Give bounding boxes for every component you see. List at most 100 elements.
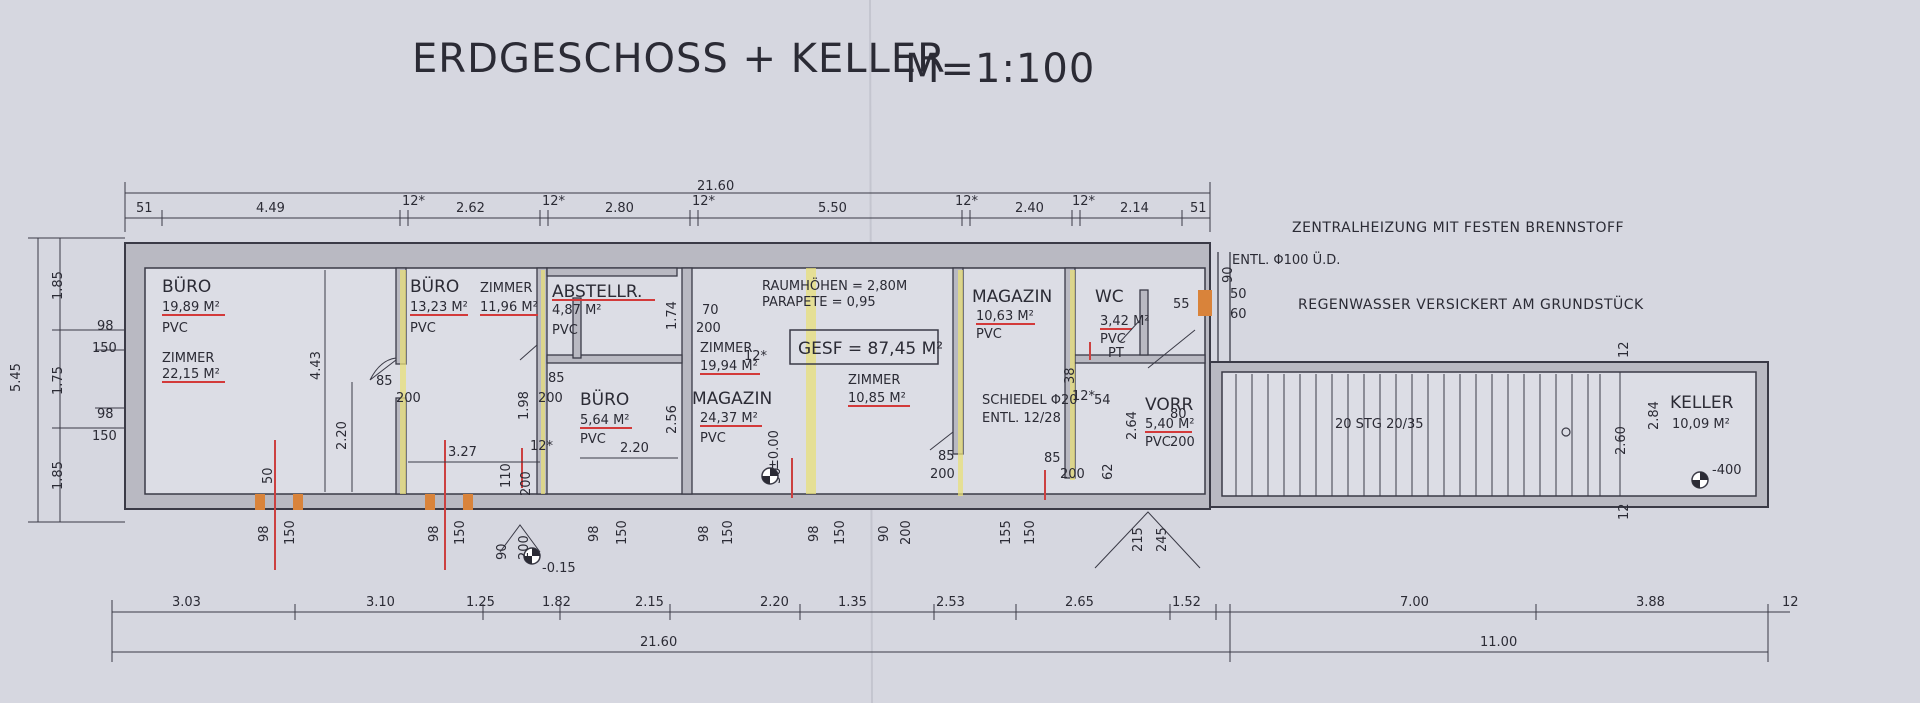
- svg-text:55: 55: [1173, 297, 1190, 312]
- room-magazin-2: MAGAZIN 10,63 M² PVC: [972, 287, 1052, 342]
- plan-title: ERDGESCHOSS + KELLER: [412, 36, 946, 82]
- svg-text:200: 200: [899, 520, 914, 545]
- room-name: VORR: [1145, 395, 1194, 415]
- room-name: KELLER: [1670, 393, 1734, 413]
- dim-bottom-seg: 3.88: [1636, 595, 1665, 610]
- room-area: 11,96 M²: [480, 300, 538, 315]
- svg-text:85: 85: [548, 371, 565, 386]
- dim-bottom-seg: 12: [1782, 595, 1799, 610]
- room-area: 19,89 M²: [162, 300, 220, 315]
- room-floor: PVC: [700, 431, 726, 446]
- svg-text:150: 150: [1023, 520, 1038, 545]
- room-name: ZIMMER: [848, 373, 900, 388]
- dim-left-seg: 1.75: [51, 366, 66, 395]
- svg-text:90: 90: [877, 525, 892, 542]
- room-area: 19,94 M²: [700, 359, 758, 374]
- room-area: 5,64 M²: [580, 413, 630, 428]
- svg-text:98: 98: [427, 525, 442, 542]
- svg-text:200: 200: [1170, 435, 1195, 450]
- dim-bottom-seg: 3.10: [366, 595, 395, 610]
- svg-text:200: 200: [396, 391, 421, 406]
- total-area: GESF = 87,45 M²: [798, 339, 943, 359]
- svg-text:12*: 12*: [1072, 389, 1096, 404]
- dim-top-seg: 12*: [542, 194, 566, 209]
- room-name: BÜRO: [162, 275, 211, 297]
- svg-text:98: 98: [697, 525, 712, 542]
- dim-left-seg: 1.85: [51, 271, 66, 300]
- svg-text:215: 215: [1131, 527, 1146, 552]
- svg-text:60: 60: [1230, 307, 1247, 322]
- svg-text:200: 200: [538, 391, 563, 406]
- svg-text:80: 80: [1170, 407, 1187, 422]
- level-basement: -400: [1712, 463, 1742, 478]
- room-zimmer-3: ZIMMER 19,94 M²: [700, 341, 760, 375]
- room-floor: PVC: [552, 323, 578, 338]
- dim-top-seg: 12*: [692, 194, 716, 209]
- room-floor: PVC: [162, 321, 188, 336]
- main-building: [124, 242, 1211, 510]
- dim-bottom-seg: 2.53: [936, 595, 965, 610]
- svg-text:3.27: 3.27: [448, 445, 477, 460]
- chimney-note: SCHIEDEL Φ20: [982, 393, 1078, 408]
- svg-text:85: 85: [938, 449, 955, 464]
- dim-left-window: 98: [97, 407, 114, 422]
- room-floor: PVC: [580, 432, 606, 447]
- svg-text:1.98: 1.98: [517, 391, 532, 420]
- svg-text:155: 155: [999, 520, 1014, 545]
- opening-dimensions: 98 150 98 150 98 150 98 150 98 150 90 20…: [257, 463, 1170, 560]
- room-area: 4,87 M²: [552, 303, 602, 318]
- dim-left-total: 5.45: [9, 363, 24, 392]
- room-area: 22,15 M²: [162, 367, 220, 382]
- room-buero-1: BÜRO 19,89 M² PVC: [162, 275, 225, 336]
- level-markers: -0.15 -400: [523, 427, 1742, 576]
- svg-text:50: 50: [1230, 287, 1247, 302]
- dim-left-window: 150: [92, 341, 117, 356]
- dim-top-seg: 12*: [955, 194, 979, 209]
- svg-text:90: 90: [495, 543, 510, 560]
- svg-text:12*: 12*: [530, 439, 554, 454]
- dim-bottom-seg: 2.65: [1065, 595, 1094, 610]
- window-marks: [255, 290, 1212, 510]
- dim-top-seg: 12*: [402, 194, 426, 209]
- dim-top-seg: 2.80: [605, 201, 634, 216]
- room-name: MAGAZIN: [972, 287, 1052, 307]
- room-floor: PVC: [410, 321, 436, 336]
- svg-text:±0.00: ±0.00: [767, 430, 782, 470]
- room-zimmer-2: ZIMMER 11,96 M²: [480, 281, 538, 316]
- room-name: ABSTELLR.: [552, 282, 642, 302]
- svg-text:12*: 12*: [744, 349, 768, 364]
- dim-bottom-seg: 1.25: [466, 595, 495, 610]
- svg-text:98: 98: [807, 525, 822, 542]
- inner-floor: [144, 267, 1206, 495]
- svg-text:150: 150: [453, 520, 468, 545]
- room-abstellraum: ABSTELLR. 4,87 M² PVC: [552, 282, 655, 338]
- room-area: 5,40 M²: [1145, 417, 1195, 432]
- dimension-left: 5.45 1.85 1.75 1.85 98 150 98 150: [9, 237, 125, 523]
- dim-top-seg: 5.50: [818, 201, 847, 216]
- room-floor: PVC: [1100, 332, 1126, 347]
- parapet-note: PARAPETE = 0,95: [762, 295, 876, 310]
- svg-text:2.84: 2.84: [1647, 401, 1662, 430]
- svg-text:12: 12: [1617, 503, 1632, 520]
- svg-text:2.60: 2.60: [1614, 426, 1629, 455]
- room-name: ZIMMER: [162, 351, 214, 366]
- dim-bottom-total: 21.60: [640, 635, 677, 650]
- room-buero-2: BÜRO 13,23 M² PVC: [410, 275, 468, 336]
- dim-bottom-seg: 1.35: [838, 595, 867, 610]
- room-buero-3: BÜRO 5,64 M² PVC: [580, 388, 632, 447]
- dim-top-seg: 2.40: [1015, 201, 1044, 216]
- svg-text:150: 150: [615, 520, 630, 545]
- room-floor: PVC: [1145, 435, 1171, 450]
- highlights: [400, 268, 1075, 496]
- svg-text:54: 54: [1094, 393, 1111, 408]
- svg-text:1.74: 1.74: [665, 301, 680, 330]
- dim-top-seg: 4.49: [256, 201, 285, 216]
- dim-top-seg: 12*: [1072, 194, 1096, 209]
- room-area: 10,09 M²: [1672, 417, 1730, 432]
- chimney-drain-note: ENTL. 12/28: [982, 411, 1061, 426]
- svg-text:150: 150: [721, 520, 736, 545]
- room-vorraum: VORR 5,40 M² PVC: [1145, 395, 1195, 450]
- dim-top-seg: 2.14: [1120, 201, 1149, 216]
- dim-bottom-seg: 2.20: [760, 595, 789, 610]
